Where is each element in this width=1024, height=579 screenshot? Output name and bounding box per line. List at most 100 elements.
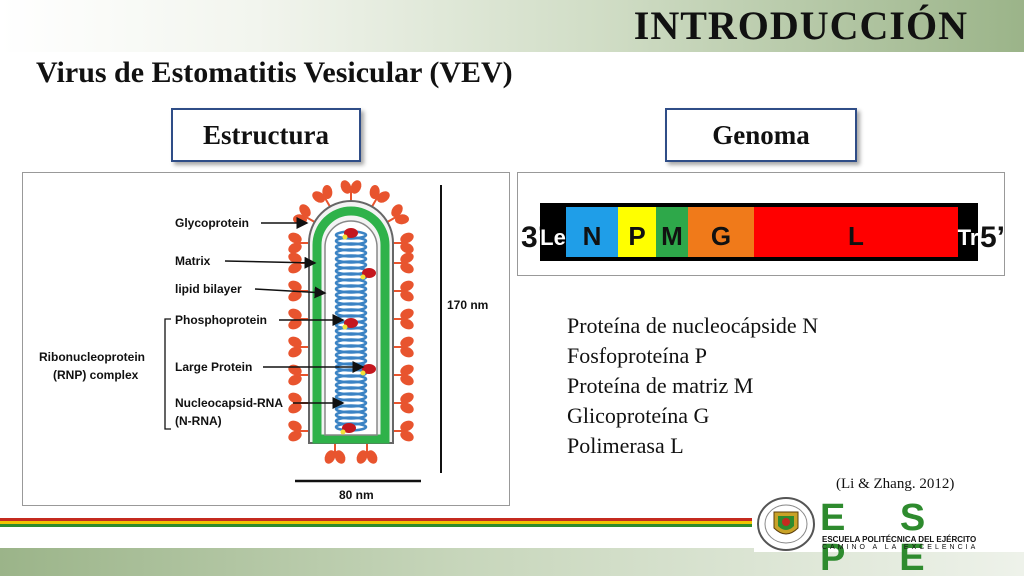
rnp-markers xyxy=(340,228,376,435)
matrix-dot xyxy=(381,422,389,430)
matrix-dot xyxy=(339,208,346,216)
footer-stripe-green xyxy=(0,524,752,527)
label-nucleocapsid: Nucleocapsid-RNA xyxy=(175,396,283,410)
matrix-dot xyxy=(347,207,355,215)
matrix-dot xyxy=(313,332,321,340)
matrix-dot xyxy=(381,332,389,340)
espe-logo-letters: E S P E xyxy=(820,497,948,579)
espe-logo-motto: CAMINO A LA EXCELENCIA xyxy=(822,544,979,551)
glycoprotein-spike xyxy=(288,308,309,330)
matrix-dot xyxy=(313,359,321,367)
label-glycoprotein: Glycoprotein xyxy=(175,216,249,230)
matrix-dot xyxy=(381,395,389,403)
matrix-dot xyxy=(364,212,372,219)
matrix-dot xyxy=(313,260,321,268)
virus-structure-panel: 170 nm 80 nm Glycoprotein Matrix lipid b… xyxy=(22,172,510,506)
bottom-banner xyxy=(0,548,1024,576)
protein-list-item: Glicoproteína G xyxy=(567,403,710,428)
glycoprotein-spike xyxy=(393,364,414,386)
glycoprotein-spike xyxy=(393,308,414,330)
matrix-dot xyxy=(314,233,322,240)
matrix-dot xyxy=(313,305,321,313)
matrix-dot xyxy=(313,386,321,394)
genome-5-prime-end: 5’ xyxy=(980,221,1004,254)
matrix-dot xyxy=(381,314,389,322)
genome-segment-g xyxy=(688,207,754,257)
slide-subtitle: Virus de Estomatitis Vesicular (VEV) xyxy=(36,56,513,89)
matrix-dot xyxy=(381,241,389,249)
phosphoprotein-marker xyxy=(360,370,366,376)
espe-logo: E S P E ESCUELA POLITÉCNICA DEL EJÉRCITO… xyxy=(754,496,1024,578)
label-nucleocapsid-abbrev: (N-RNA) xyxy=(175,414,222,428)
large-protein-marker xyxy=(342,423,356,433)
glycoprotein-spike xyxy=(369,185,390,208)
matrix-dot xyxy=(313,377,321,385)
matrix-dot xyxy=(381,377,389,385)
genome-segment-label: G xyxy=(711,221,731,251)
phosphoprotein-marker xyxy=(360,274,366,280)
matrix-dot xyxy=(381,404,389,412)
phosphoprotein-marker xyxy=(342,234,348,240)
espe-seal-icon xyxy=(757,497,815,551)
large-protein-marker xyxy=(344,228,358,238)
genome-segment-p xyxy=(618,207,656,257)
matrix-dot xyxy=(313,323,321,331)
rnp-bracket xyxy=(164,318,171,430)
matrix-dot xyxy=(313,241,321,249)
glycoprotein-spike xyxy=(386,204,409,225)
genome-segment-n xyxy=(566,207,618,257)
label-rnp: Ribonucleoprotein xyxy=(39,350,145,364)
large-protein-marker xyxy=(362,364,376,374)
label-lipid-bilayer: lipid bilayer xyxy=(175,282,242,296)
glycoprotein-spike xyxy=(288,252,309,274)
matrix-dot xyxy=(313,296,321,304)
matrix-dot xyxy=(381,260,389,268)
glycoprotein-spike xyxy=(288,420,309,442)
length-label: 170 nm xyxy=(447,298,488,312)
matrix-dot xyxy=(381,269,389,277)
glycoprotein-spike xyxy=(393,280,414,302)
label-large-protein: Large Protein xyxy=(175,360,252,374)
matrix-dot xyxy=(381,278,389,286)
protein-list-item: Proteína de nucleocápside N xyxy=(567,313,819,338)
matrix-dot xyxy=(380,233,388,240)
matrix-dot xyxy=(318,224,325,232)
genome-segment-label: L xyxy=(848,221,864,251)
arrow-lipid-bilayer xyxy=(254,286,327,299)
slide-title: INTRODUCCIÓN xyxy=(633,3,968,48)
glycoprotein-spike xyxy=(393,252,414,274)
matrix-dot xyxy=(313,395,321,403)
matrix-dot xyxy=(313,341,321,349)
matrix-dot xyxy=(381,296,389,304)
matrix-dot xyxy=(313,278,321,286)
matrix-dot xyxy=(381,431,389,439)
genome-segment-m xyxy=(656,207,688,257)
footer-stripe-red xyxy=(0,518,752,521)
matrix-dot xyxy=(313,404,321,412)
protein-list-item: Proteína de matriz M xyxy=(567,373,754,398)
genome-segment-label: P xyxy=(628,221,645,251)
glycoprotein-spike xyxy=(393,336,414,358)
matrix-dot xyxy=(356,208,363,216)
top-banner xyxy=(0,0,1024,52)
matrix-dot xyxy=(381,386,389,394)
matrix-dot xyxy=(381,413,389,421)
large-protein-marker xyxy=(344,318,358,328)
matrix-dot xyxy=(381,287,389,295)
matrix-dot xyxy=(381,251,389,259)
glycoprotein-spike xyxy=(288,232,309,254)
matrix-dot xyxy=(313,413,321,421)
matrix-dot xyxy=(313,350,321,358)
width-label: 80 nm xyxy=(339,488,374,502)
matrix-dot xyxy=(313,251,321,259)
glycoprotein-spike xyxy=(393,392,414,414)
glycoprotein-spike xyxy=(393,420,414,442)
genome-segment-label: N xyxy=(583,221,602,251)
label-matrix: Matrix xyxy=(175,254,211,268)
espe-logo-subtitle: ESCUELA POLITÉCNICA DEL EJÉRCITO xyxy=(822,535,977,544)
glycoprotein-spike xyxy=(356,443,378,464)
matrix-dot xyxy=(313,269,321,277)
matrix-dot xyxy=(381,323,389,331)
